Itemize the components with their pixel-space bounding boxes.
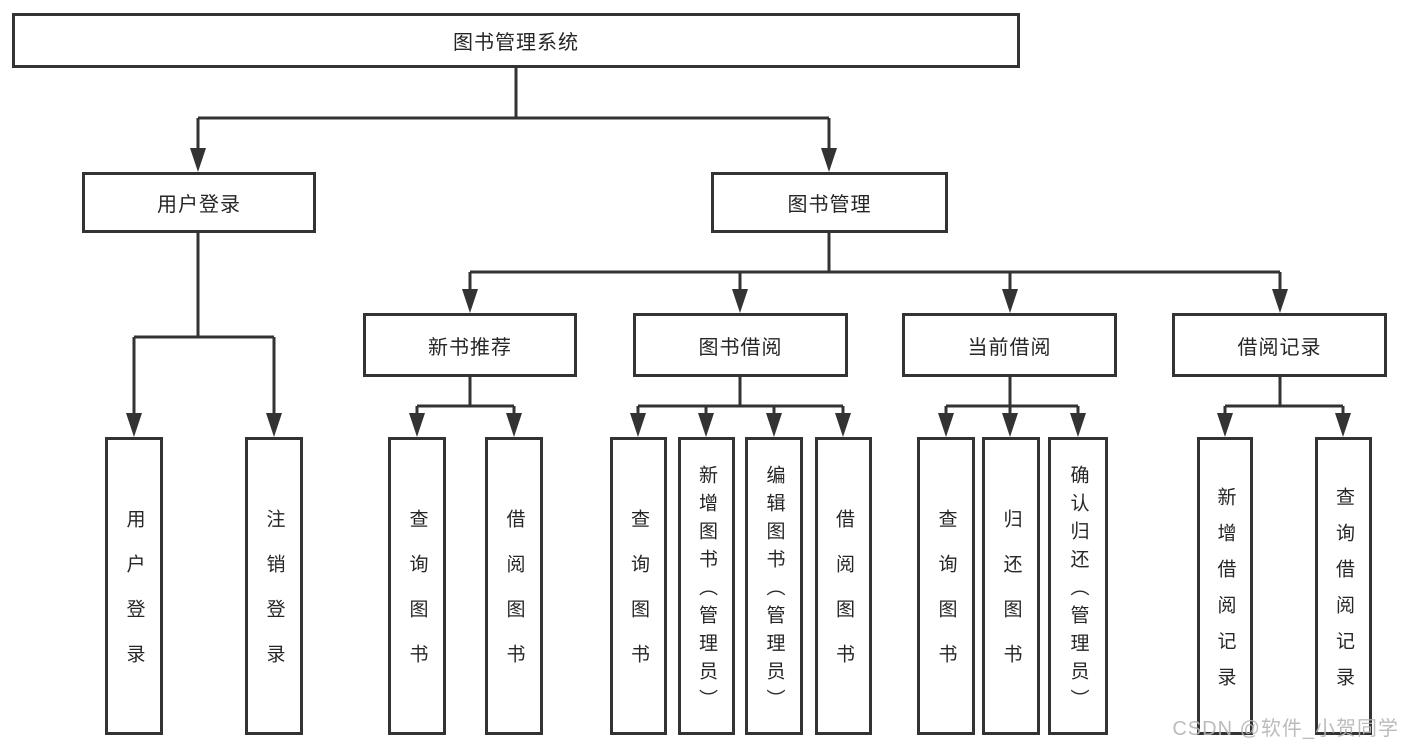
leaf-current-confirm-return-admin-label: 确认归还（管理员） (1067, 464, 1089, 717)
leaf-newbooks-borrow-books: 借阅图书 (485, 437, 543, 735)
csdn-watermark: CSDN @软件_小贺同学 (1172, 718, 1399, 740)
node-book-management: 图书管理 (711, 172, 948, 233)
node-book-borrowing: 图书借阅 (633, 313, 848, 377)
leaf-logout-label: 注销登录 (263, 509, 285, 689)
leaf-borrowing-borrow-books: 借阅图书 (815, 437, 872, 735)
leaf-borrowing-edit-books-admin-label: 编辑图书（管理员） (763, 464, 785, 717)
node-borrow-records: 借阅记录 (1172, 313, 1387, 377)
leaf-borrowing-borrow-books-label: 借阅图书 (833, 509, 854, 689)
leaf-newbooks-query-books-label: 查询图书 (406, 509, 428, 689)
leaf-borrowing-add-books-admin-label: 新增图书（管理员） (696, 464, 717, 717)
leaf-records-query-record: 查询借阅记录 (1315, 437, 1372, 735)
leaf-borrowing-add-books-admin: 新增图书（管理员） (678, 437, 735, 735)
leaf-current-query-books-label: 查询图书 (935, 509, 957, 689)
leaf-records-add-record-label: 新增借阅记录 (1214, 486, 1236, 703)
leaf-current-return-books: 归还图书 (982, 437, 1040, 735)
node-user-login: 用户登录 (82, 172, 316, 233)
leaf-logout: 注销登录 (245, 437, 303, 735)
node-root: 图书管理系统 (12, 13, 1020, 68)
leaf-newbooks-query-books: 查询图书 (388, 437, 446, 735)
leaf-records-add-record: 新增借阅记录 (1197, 437, 1253, 735)
leaf-current-query-books: 查询图书 (917, 437, 975, 735)
node-new-book-recommend: 新书推荐 (363, 313, 577, 377)
leaf-borrowing-query-books-label: 查询图书 (628, 509, 649, 689)
leaf-user-login: 用户登录 (105, 437, 163, 735)
leaf-newbooks-borrow-books-label: 借阅图书 (503, 509, 525, 689)
leaf-borrowing-edit-books-admin: 编辑图书（管理员） (745, 437, 803, 735)
node-current-borrowing: 当前借阅 (902, 313, 1117, 377)
leaf-borrowing-query-books: 查询图书 (610, 437, 667, 735)
leaf-records-query-record-label: 查询借阅记录 (1333, 486, 1354, 703)
leaf-current-confirm-return-admin: 确认归还（管理员） (1048, 437, 1108, 735)
leaf-current-return-books-label: 归还图书 (1000, 509, 1022, 689)
leaf-user-login-label: 用户登录 (123, 509, 145, 689)
